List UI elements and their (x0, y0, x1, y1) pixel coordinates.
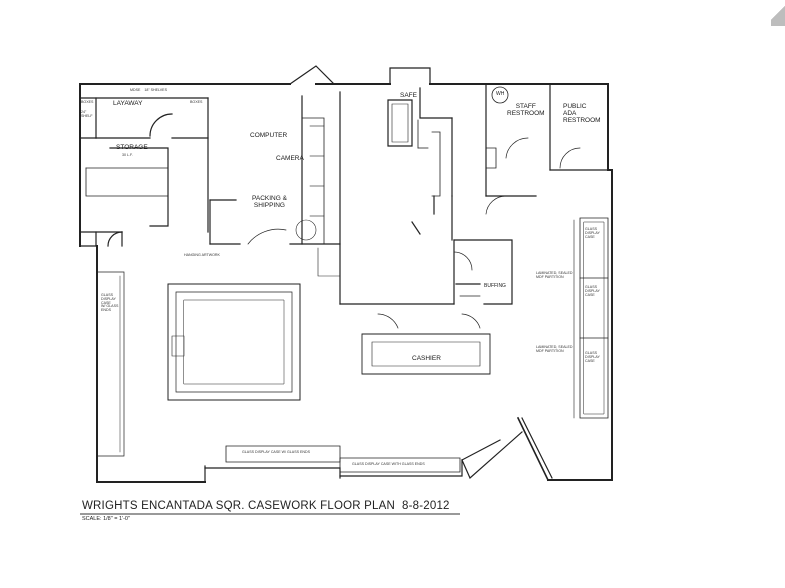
hanging-artwork-label: HANGING ARTWORK (184, 253, 220, 257)
room-packing-shipping: PACKING & SHIPPING (252, 195, 287, 209)
bottom-case-label-1: GLASS DISPLAY CASE W/ GLASS ENDS (242, 450, 310, 454)
glass-case-left-label: GLASS DISPLAY CASE W/ GLASS ENDS (101, 293, 119, 313)
room-staff-restroom: STAFF RESTROOM (507, 103, 545, 117)
cashier-counter (361, 313, 491, 375)
plan-title: WRIGHTS ENCANTADA SQR. CASEWORK FLOOR PL… (82, 500, 395, 512)
right-display-cases (573, 217, 609, 419)
laminated-partition-2: LAMINATED, SEALED MDF PARTITION (536, 345, 573, 353)
room-camera: CAMERA (276, 155, 304, 162)
room-storage: STORAGE (116, 144, 148, 151)
room-public-restroom: PUBLIC ADA RESTROOM (563, 103, 601, 124)
plan-date: 8-8-2012 (402, 500, 450, 512)
shelf-24-label: 24" SHELF (81, 110, 93, 118)
plan-scale: SCALE: 1/8" = 1'-0" (82, 516, 130, 522)
room-cashier: CASHIER (412, 355, 441, 362)
page-curl (771, 0, 785, 26)
boxes-label-left: BOXES (81, 100, 94, 104)
boxes-label-right: BOXES (190, 100, 203, 104)
center-island-case (167, 283, 301, 401)
glass-case-right-3: GLASS DISPLAY CASE (585, 351, 600, 363)
laminated-partition-1: LAMINATED, SEALED MDF PARTITION (536, 271, 573, 279)
glass-case-right-1: GLASS DISPLAY CASE (585, 227, 600, 239)
left-glass-case (96, 271, 125, 457)
interior-walls-restrooms (485, 83, 609, 215)
misc-fixtures (295, 219, 341, 277)
glass-case-right-2: GLASS DISPLAY CASE (585, 285, 600, 297)
room-safe: SAFE (400, 92, 417, 99)
storage-length: 30 L.F. (122, 153, 133, 157)
shelves-label: MDSE 18" SHELVES (130, 88, 167, 92)
room-computer: COMPUTER (250, 132, 288, 139)
room-layaway: LAYAWAY (113, 100, 143, 107)
exterior-walls (79, 65, 613, 483)
room-buffing: BUFFING (484, 283, 506, 289)
water-heater-label: WH (496, 91, 505, 97)
bottom-display-cases (225, 445, 461, 473)
bottom-case-label-2: GLASS DISPLAY CASE WITH GLASS ENDS (352, 462, 425, 466)
interior-walls-left (79, 95, 341, 247)
interior-walls-center (339, 87, 513, 305)
